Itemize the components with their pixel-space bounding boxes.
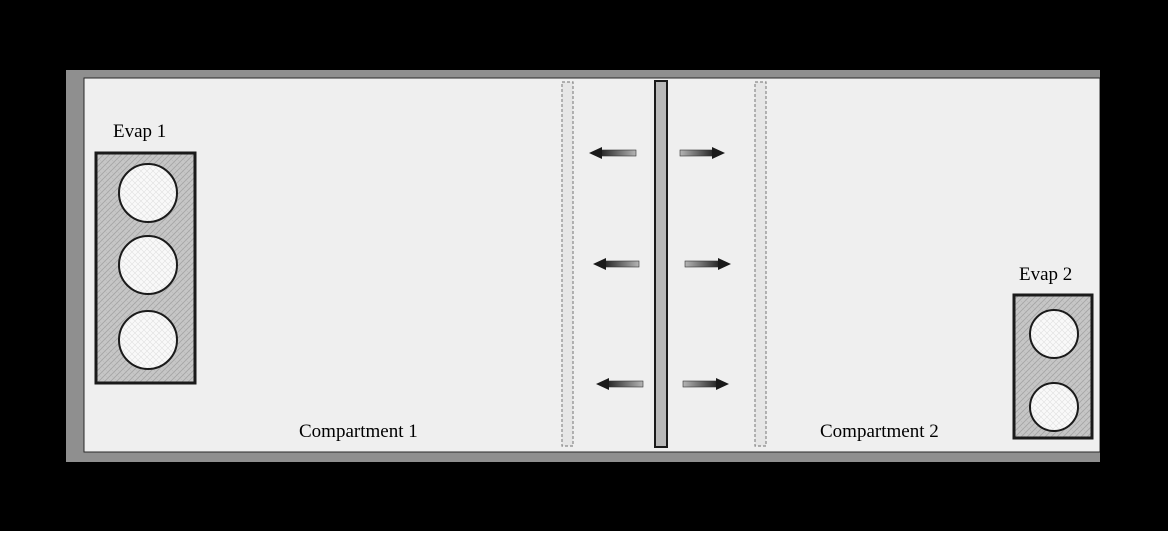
evaporator-2 xyxy=(1012,293,1094,440)
container-right-edge xyxy=(1100,70,1104,462)
evaporator-1-fan-1 xyxy=(118,163,178,223)
arrow-right-1 xyxy=(679,147,725,159)
center-divider xyxy=(654,80,668,448)
evaporator-2-fan-2 xyxy=(1029,382,1079,432)
container-interior xyxy=(83,77,1101,453)
curtain-right xyxy=(754,81,767,447)
arrow-left-1 xyxy=(589,147,637,159)
compartment2-label: Compartment 2 xyxy=(820,421,939,442)
curtain-left xyxy=(561,81,574,447)
evaporator-2-fan-1 xyxy=(1029,309,1079,359)
evaporator-1-fan-2 xyxy=(118,235,178,295)
evap2-label: Evap 2 xyxy=(1019,264,1072,285)
evaporator-1 xyxy=(94,151,197,385)
arrow-right-3 xyxy=(682,378,729,390)
arrow-left-3 xyxy=(596,378,644,390)
evaporator-1-fan-3 xyxy=(118,310,178,370)
evap1-label: Evap 1 xyxy=(113,121,166,142)
arrow-right-2 xyxy=(684,258,731,270)
compartment1-label: Compartment 1 xyxy=(299,421,418,442)
arrow-left-2 xyxy=(593,258,640,270)
